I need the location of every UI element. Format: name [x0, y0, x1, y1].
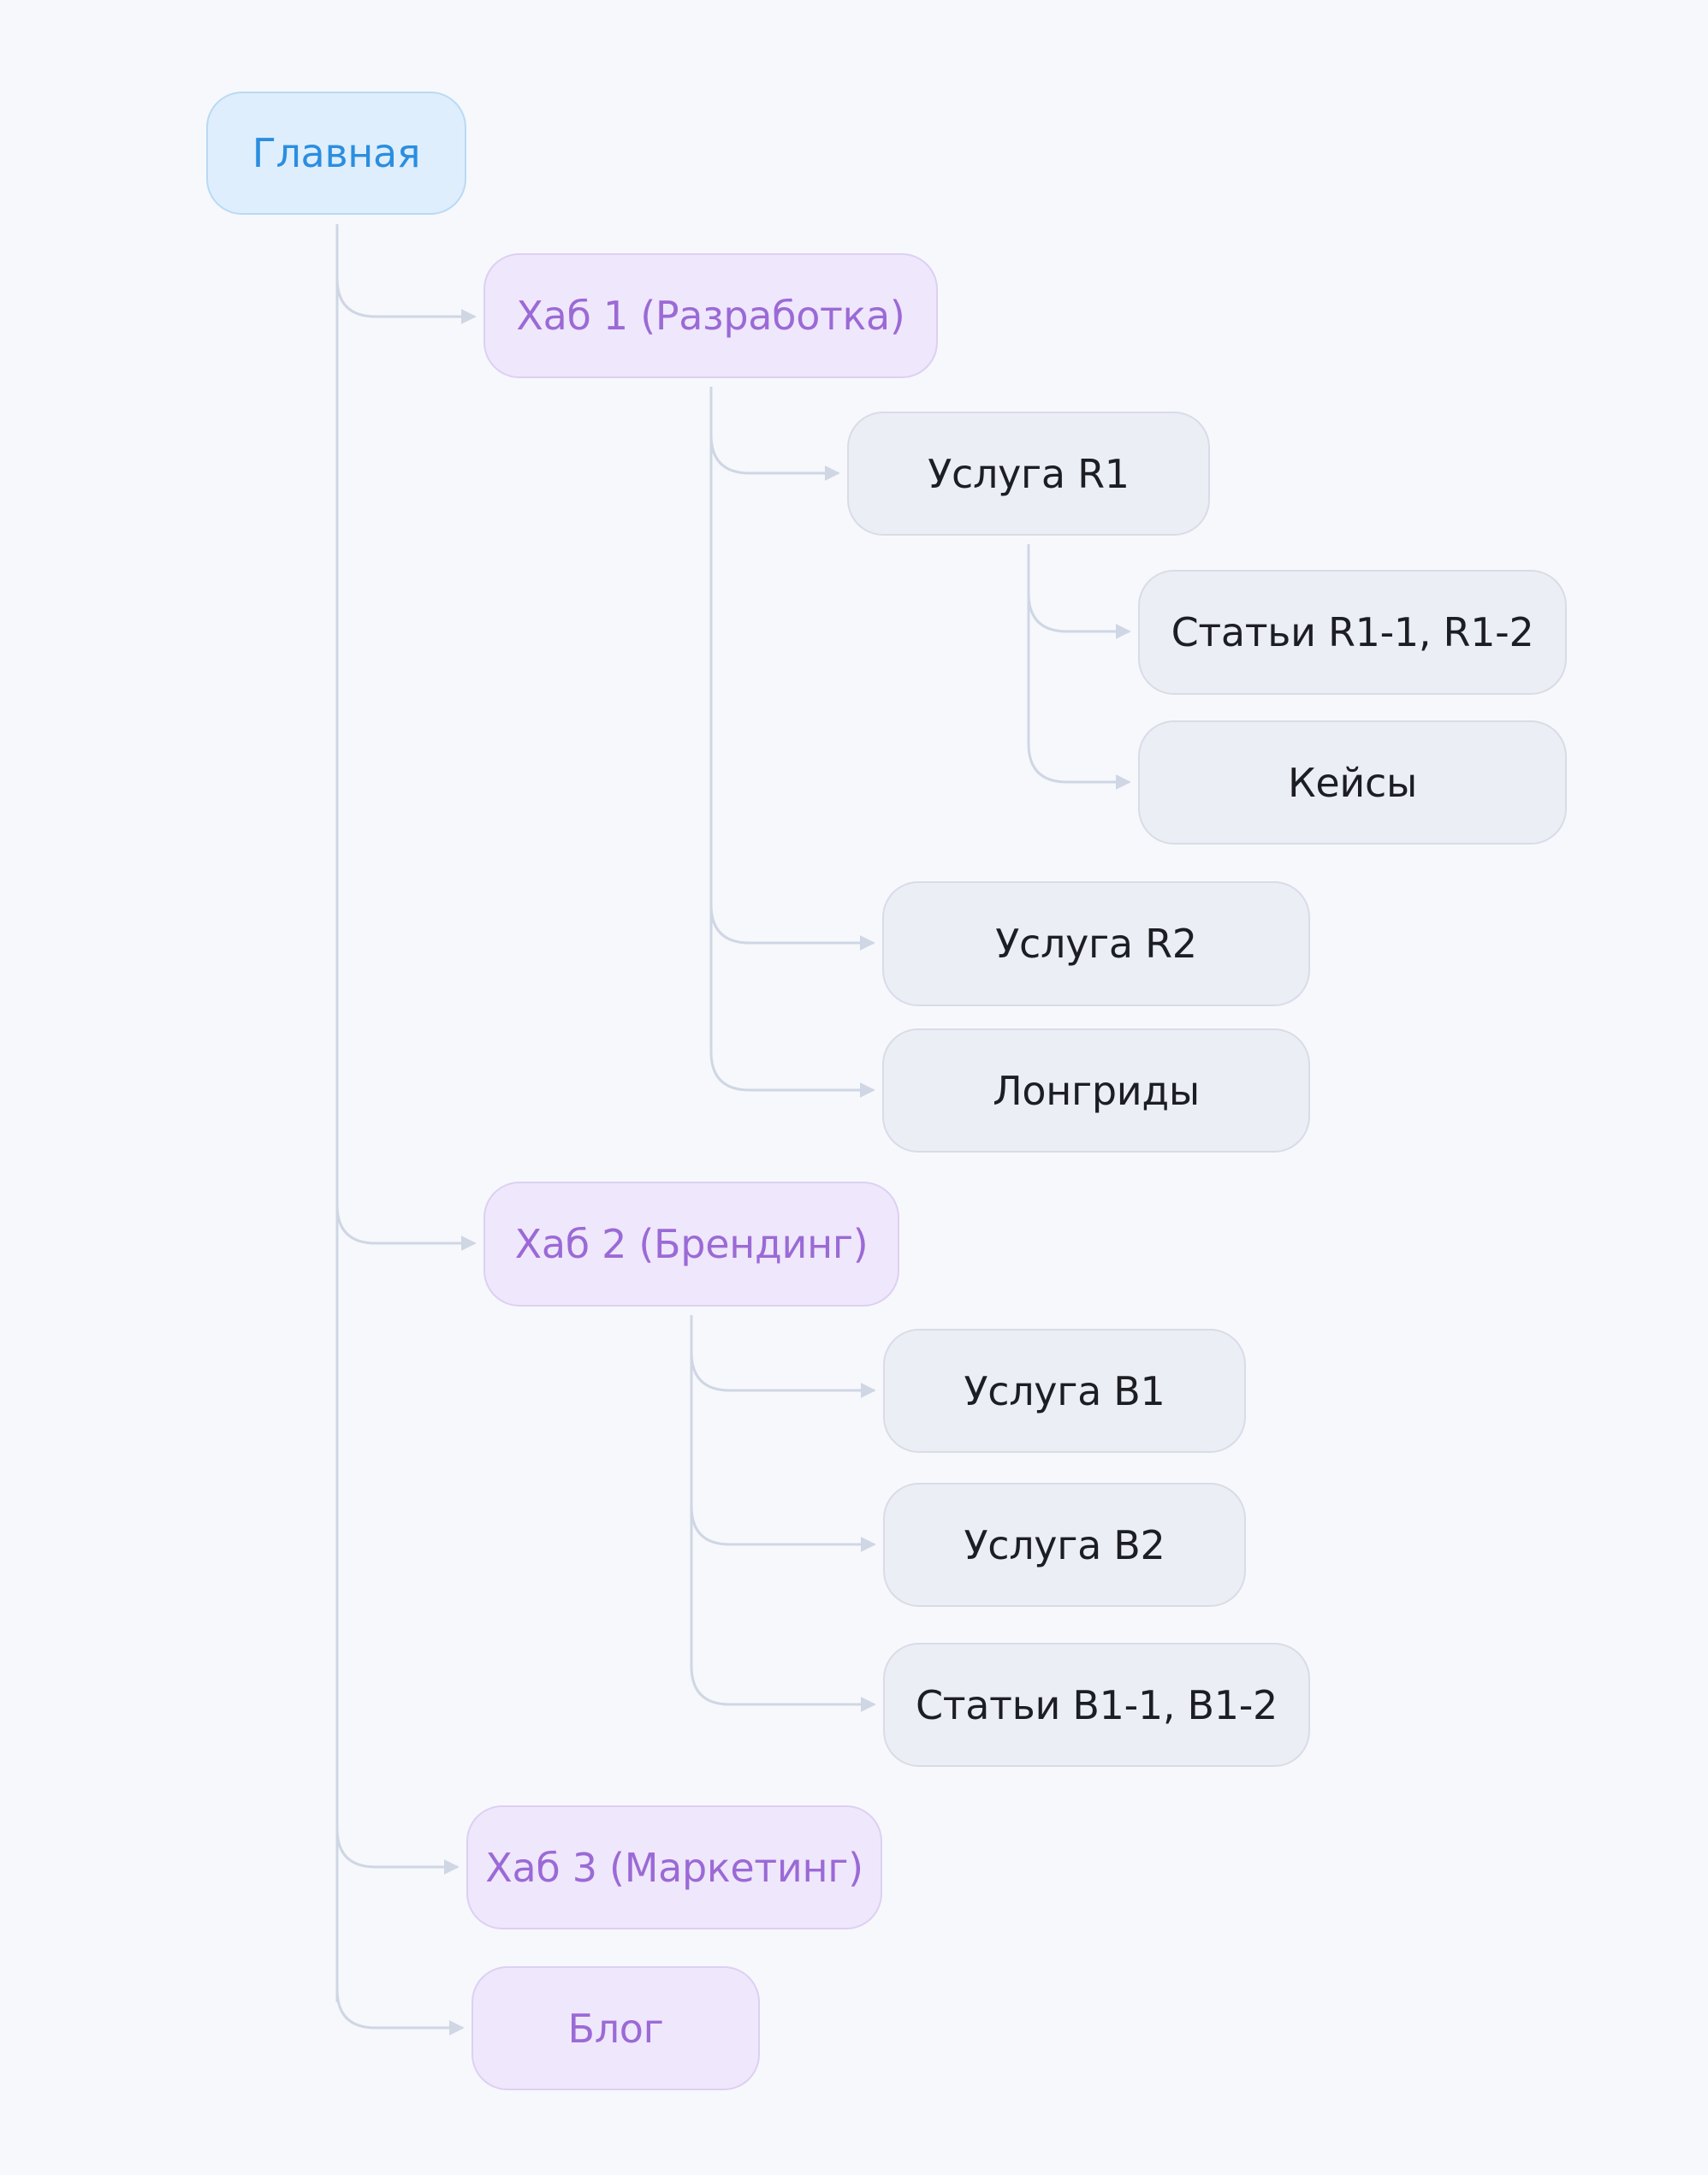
connector-r1-articles — [1027, 592, 1131, 639]
node-hub-development[interactable]: Хаб 1 (Разработка) — [483, 253, 938, 378]
node-service-r1[interactable]: Услуга R1 — [847, 412, 1210, 536]
node-cases[interactable]: Кейсы — [1138, 720, 1567, 845]
connector-hub1-r1 — [709, 434, 840, 481]
node-longreads[interactable]: Лонгриды — [882, 1028, 1310, 1153]
connector-hub2-articles — [690, 1665, 876, 1712]
connector-root-blog — [335, 1988, 465, 2036]
connector-root-hub2 — [335, 1204, 477, 1251]
connector-hub1-r2 — [709, 904, 875, 951]
connector-hub2-b1 — [690, 1351, 876, 1398]
node-service-r2[interactable]: Услуга R2 — [882, 881, 1310, 1006]
node-articles-b1[interactable]: Статьи B1-1, B1-2 — [883, 1643, 1310, 1767]
node-service-b1[interactable]: Услуга B1 — [883, 1329, 1246, 1453]
node-hub-branding[interactable]: Хаб 2 (Брендинг) — [483, 1182, 899, 1307]
node-service-b2[interactable]: Услуга B2 — [883, 1483, 1246, 1607]
connector-hub1-longreads — [709, 1051, 875, 1098]
node-home[interactable]: Главная — [206, 92, 466, 215]
node-hub-marketing[interactable]: Хаб 3 (Маркетинг) — [466, 1805, 882, 1929]
connector-root-hub1 — [335, 277, 477, 324]
connector-hub2-b2 — [690, 1505, 876, 1552]
connector-r1-cases — [1027, 743, 1131, 790]
node-articles-r1[interactable]: Статьи R1-1, R1-2 — [1138, 570, 1567, 695]
connector-root-hub3 — [335, 1828, 460, 1875]
node-blog[interactable]: Блог — [471, 1966, 760, 2090]
